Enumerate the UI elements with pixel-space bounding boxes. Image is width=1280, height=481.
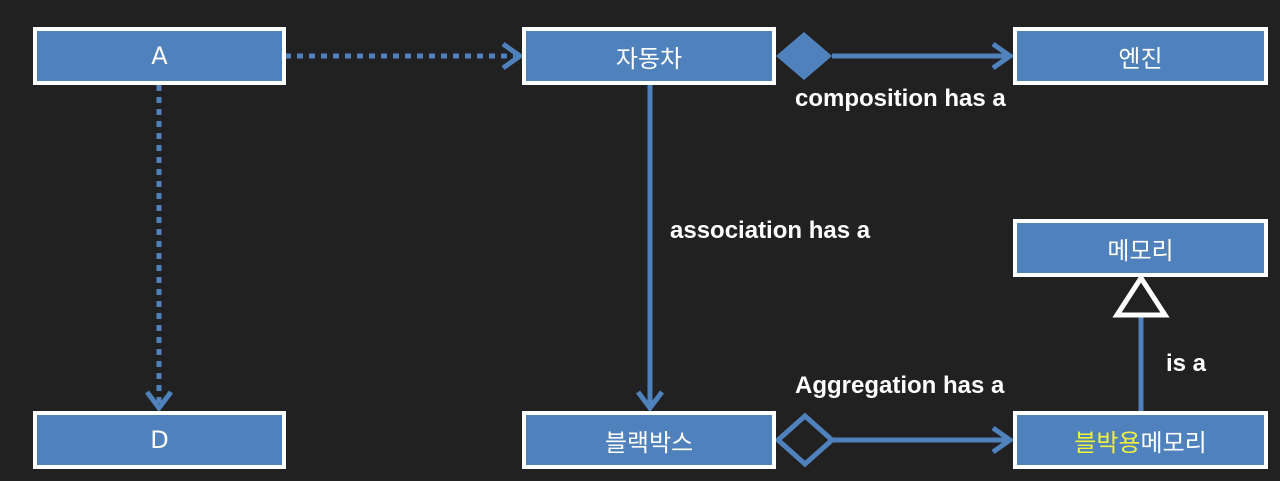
class-box-memory: 메모리 (1013, 219, 1268, 277)
inheritance-triangle (1112, 273, 1170, 318)
aggregation-diamond (774, 412, 836, 468)
arrowhead-engine (991, 41, 1015, 71)
class-box-d: D (33, 411, 286, 469)
arrowhead-car (501, 41, 525, 71)
composition-diamond (776, 32, 832, 80)
class-box-engine: 엔진 (1013, 27, 1268, 85)
class-name-rest: 메모리 (1140, 428, 1207, 457)
arrowhead-blackbox-memory (991, 425, 1015, 455)
class-box-blackbox: 블랙박스 (522, 411, 776, 469)
arrowhead-d (145, 390, 173, 413)
composition-label: composition has a (795, 85, 1006, 112)
association-label: association has a (670, 217, 871, 244)
arrowhead-blackbox (636, 390, 664, 413)
aggregation-label: Aggregation has a (795, 372, 1005, 399)
class-box-car: 자동차 (522, 27, 776, 85)
inheritance-label: is a (1166, 350, 1207, 377)
class-name-highlight: 블박용 (1074, 428, 1141, 457)
class-box-a: A (33, 27, 286, 85)
